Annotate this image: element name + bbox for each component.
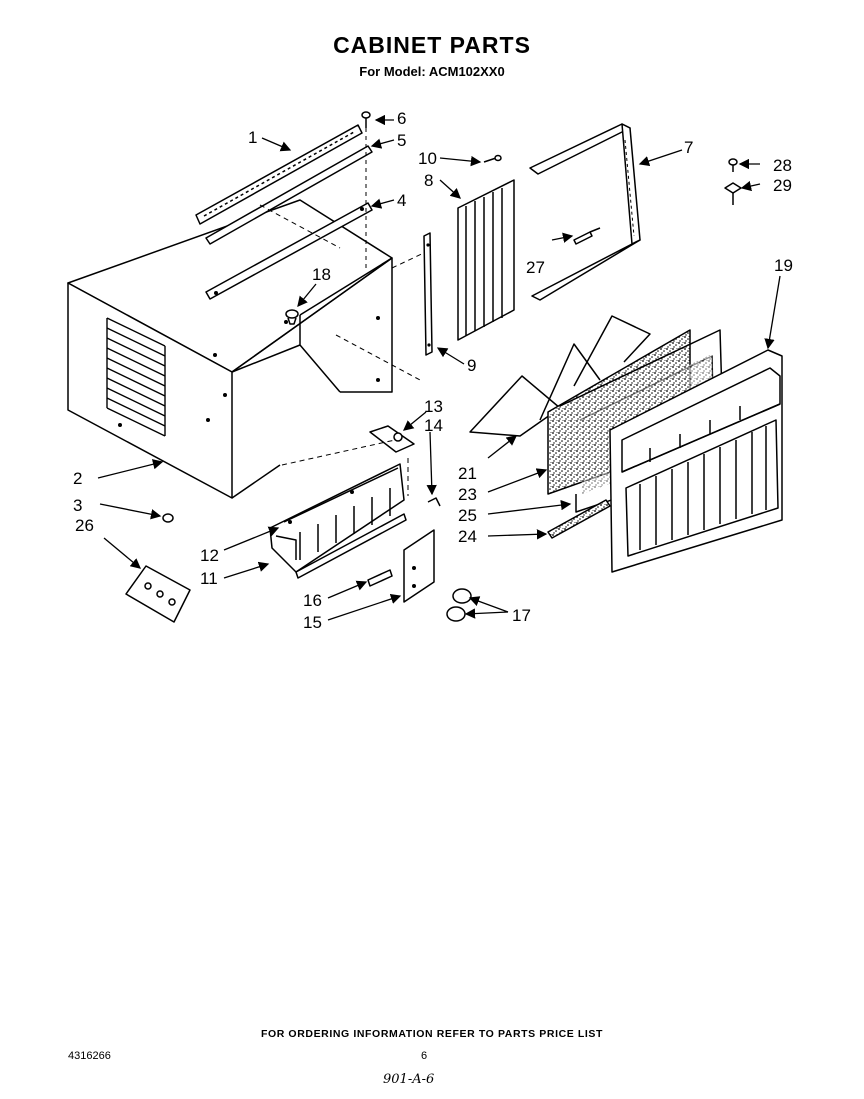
shaft-part [367, 569, 393, 587]
callout-2: 2 [73, 469, 82, 488]
angle-rail-part [205, 145, 373, 245]
callout-5: 5 [397, 131, 406, 150]
ordering-note: FOR ORDERING INFORMATION REFER TO PARTS … [260, 1028, 604, 1040]
callout-25: 25 [458, 506, 477, 525]
callout-18: 18 [312, 265, 331, 284]
callout-19: 19 [774, 256, 793, 275]
clip-part [427, 497, 441, 507]
callout-1: 1 [248, 128, 257, 147]
lower-rail-part [205, 202, 373, 300]
mounting-bracket-part [125, 565, 191, 623]
callout-6: 6 [397, 109, 406, 128]
callout-27: 27 [526, 258, 545, 277]
page-title: CABINET PARTS [333, 32, 531, 58]
grommet-part [285, 309, 299, 325]
window-frame-part [529, 123, 641, 301]
callout-11: 11 [200, 569, 218, 588]
model-subtitle: For Model: ACM102XX0 [359, 64, 505, 79]
screw-part [573, 227, 601, 245]
callout-3: 3 [73, 496, 82, 515]
callout-14: 14 [424, 416, 443, 435]
callout-21: 21 [458, 464, 477, 483]
control-plate-part [403, 529, 435, 603]
callout-4: 4 [397, 191, 406, 210]
callout-24: 24 [458, 527, 477, 546]
nut-part [724, 182, 742, 205]
gasket-strip-part [547, 499, 611, 539]
screw-part [483, 154, 502, 163]
callout-29: 29 [773, 176, 792, 195]
front-panel-part [609, 349, 783, 573]
callout-8: 8 [424, 171, 433, 190]
bracket-part [369, 425, 415, 453]
callout-numbers: 1 2 3 4 5 6 7 8 9 10 11 12 13 14 15 16 1… [73, 109, 793, 632]
callout-9: 9 [467, 356, 476, 375]
screw-part [361, 111, 371, 270]
callout-26: 26 [75, 516, 94, 535]
screw-part [162, 513, 174, 523]
callout-13: 13 [424, 397, 443, 416]
callout-23: 23 [458, 485, 477, 504]
callout-7: 7 [684, 138, 693, 157]
callout-17: 17 [512, 606, 531, 625]
page-number: 6 [421, 1050, 428, 1062]
callout-16: 16 [303, 591, 322, 610]
handwritten-note: 901-A-6 [383, 1072, 435, 1087]
base-pan-cover-part [295, 513, 407, 579]
top-rail-part [195, 124, 363, 225]
knob-part [446, 588, 472, 622]
base-pan-part [269, 463, 405, 573]
callout-28: 28 [773, 156, 792, 175]
callout-12: 12 [200, 546, 219, 565]
callout-10: 10 [418, 149, 437, 168]
curtain-frame-part [423, 232, 433, 356]
callout-15: 15 [303, 613, 322, 632]
cabinet-part [67, 199, 393, 499]
side-curtain-part [457, 179, 515, 341]
screw-part [728, 158, 738, 172]
document-number: 4316266 [68, 1050, 111, 1062]
